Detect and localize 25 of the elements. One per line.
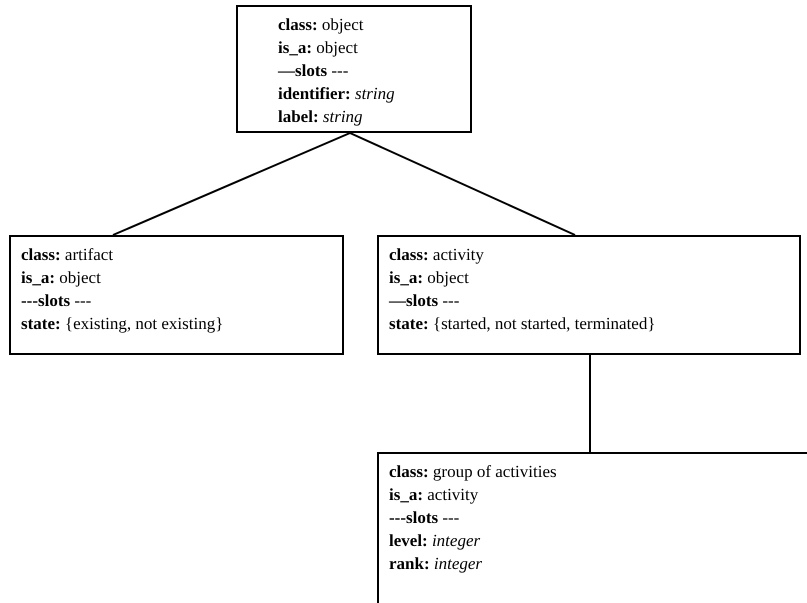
- class-box: [9, 235, 344, 355]
- slot-text: level: integer: [389, 530, 482, 552]
- slot-text: state: {existing, not existing}: [21, 313, 224, 335]
- slot-text: is_a: activity: [389, 484, 480, 506]
- slot-text: —slots ---: [278, 60, 350, 82]
- connector-line: [112, 132, 350, 236]
- slot-text: is_a: object: [389, 267, 470, 289]
- slot-text: class: activity: [389, 244, 485, 266]
- slot-text: is_a: object: [278, 37, 359, 59]
- slot-text: class: object: [278, 14, 364, 36]
- slot-text: state: {started, not started, terminated}: [389, 313, 657, 335]
- slot-text: ---slots ---: [389, 507, 460, 529]
- connector-line: [589, 355, 591, 452]
- slot-text: is_a: object: [21, 267, 102, 289]
- slot-text: class: group of activities: [389, 461, 558, 483]
- slot-text: class: artifact: [21, 244, 114, 266]
- class-box: [236, 5, 472, 133]
- slot-text: —slots ---: [389, 290, 460, 312]
- slot-text: label: string: [278, 106, 364, 128]
- slot-text: identifier: string: [278, 83, 396, 105]
- class-box: [377, 235, 801, 355]
- slot-text: ---slots ---: [21, 290, 92, 312]
- slot-text: rank: integer: [389, 553, 484, 575]
- class-box: [377, 452, 807, 603]
- connector-line: [350, 132, 576, 236]
